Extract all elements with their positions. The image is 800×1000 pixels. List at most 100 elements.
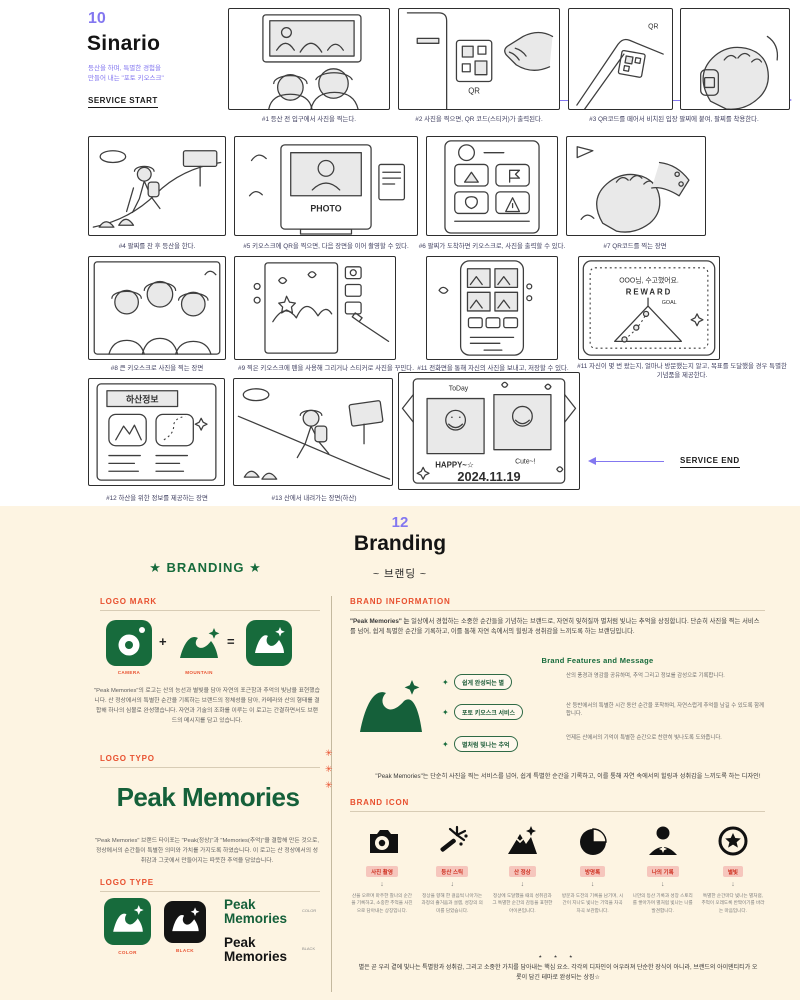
features-summary: "Peak Memories"는 단순히 사진을 찍는 서비스를 넘어, 쉽게 … [375,773,761,780]
sketch-entrance-photo [262,14,362,109]
branding-number: 12 [391,514,409,531]
feature-label-2: 포토 키오스크 서비스 [454,704,524,720]
down-arrow-icon: ↓ [731,881,735,888]
sketch-hiking-up [92,150,222,228]
feature-sparkle-icon: ✦ [442,678,449,687]
icon-desc: 특별한 순간마다 빛나는 별처럼, 추억이 오래도록 반짝이기를 바라는 마음입… [701,893,765,913]
divider-star-icon: ✳ [325,780,333,790]
color-label: COLOR [118,950,137,955]
panel-caption: #11 자신이 몇 번 왔는지, 얼마나 방문했는지 알고, 목표를 도달했을 … [577,363,787,380]
down-arrow-icon: ↓ [450,881,454,888]
svg-text:2024.11.19: 2024.11.19 [457,469,520,484]
mountain-wave-icon [180,628,220,658]
down-arrow-icon: ↓ [380,881,384,888]
service-start-label: SERVICE START [88,96,158,108]
flow-line-end [596,461,664,462]
panel-caption: #1 등산 전 입구에서 사진을 찍는다. [261,116,357,123]
sketch-reward-card: OOO님, 수고했어요. REWARD GOAL [582,260,716,356]
logo-black-icon [172,907,200,932]
storyboard-panel-1 [228,8,390,110]
sketch-descent-info: 하산정보 [96,383,217,481]
brand-icon-item: 방명록 ↓ 방문과 도전의 기록을 남기며, 시간이 지나도 빛나는 기억을 차… [561,824,625,914]
panel-caption: #2 사진을 찍으면, QR 코드(스티커)가 출력된다. [415,116,543,123]
logo-type-heading: LOGO TYPE [100,878,320,892]
icon-desc: 정상을 향해 한 걸음씩 나아가는 과정의 즐거움과 설렘, 성장의 의미를 담… [421,893,483,913]
brand-icon-item: 산 정상 ↓ 정상에 도달했을 때의 성취감과 그 특별한 순간의 감동을 표현… [490,824,554,914]
storyboard-panel-13: 하산정보 [88,378,225,486]
svg-text:ToDay: ToDay [449,386,469,393]
svg-text:GOAL: GOAL [662,300,677,306]
brand-icon-item: 사진 촬영 ↓ 산을 오르며 마주한 찰나의 순간을 기록하고, 소중한 추억을… [350,824,414,914]
storyboard-panel-11 [426,256,558,360]
scenario-section: 10 Sinario 등산을 하며, 특별한 경험을 만들어 내는 "포토 키오… [87,8,792,502]
sketch-photo-frame: ToDay HAPPY~☆ Cute~! 2024.11.19 [401,378,577,484]
logo-typo-description: "Peak Memories" 브랜드 타이포는 "Peak(정상)"과 "Me… [95,838,319,865]
pie-icon [579,828,607,855]
flow-arrow-left-icon [588,457,596,465]
sketch-qr-print: QR [406,12,554,109]
down-arrow-icon: ↓ [590,881,595,888]
storyboard-panel-3: QR [568,8,673,110]
brand-info-text: "Peak Memories" 는 일상에서 경험하는 소중한 순간들을 기념하… [350,617,765,638]
feature-label-1: 쉽게 완성되는 별 [454,674,512,690]
icon-desc: 산을 오르며 마주한 찰나의 순간을 기록하고, 소중한 추억을 사진으로 담아… [351,893,413,913]
logo-mark-combined [246,620,292,666]
logo-type-color [104,898,151,945]
service-end-label: SERVICE END [680,456,740,468]
brand-wave-logo [360,680,422,732]
panel-caption: #13 산에서 내려가는 장면(하산) [271,495,357,502]
logo-typo-heading: LOGO TYPO [100,754,320,768]
logo-type-black [164,901,206,943]
person-icon [648,826,677,855]
feature-desc-1: 산의 풍경과 영감을 공유하며, 추억 그리고 정보를 감성으로 기록합니다. [566,673,725,679]
footer-stars: ⋆ ⋆ ⋆ [537,952,578,961]
svg-text:하산정보: 하산정보 [126,394,159,405]
branding-title: Branding [353,532,447,555]
brand-icon-heading: BRAND ICON [350,798,765,812]
down-arrow-icon: ↓ [520,881,525,888]
panel-caption: #12 하산을 위한 정보를 제공하는 장면 [106,495,208,502]
brand-info-lead: "Peak Memories" 는 [350,618,410,625]
panel-caption: #7 QR코드를 찍는 장면 [603,243,667,250]
down-arrow-icon: ↓ [661,881,665,888]
logo-color-icon [113,905,144,932]
svg-text:QR: QR [468,86,480,95]
icon-label: 사진 촬영 [366,866,398,877]
svg-text:OOO님, 수고했어요.: OOO님, 수고했어요. [619,276,679,285]
feature-sparkle-icon: ✦ [442,740,449,749]
combined-logo-icon [255,627,285,653]
feature-desc-3: 언제든 산에서의 기억이 특별한 순간으로 찬란히 빛나도록 도와줍니다. [566,735,722,741]
camera-icon [370,830,398,853]
black-label: BLACK [175,948,195,953]
logo-mark-description: "Peak Memories"의 로고는 산의 능선과 별빛을 담아 자연의 포… [94,688,320,725]
panel-caption: #4 팔찌를 찬 후 등산을 한다. [118,243,196,250]
panel-caption: #5 키오스크에 QR을 찍으면, 다음 장면을 이어 촬영할 수 있다. [243,243,409,250]
sketch-qr-scan-fist [576,146,690,233]
storyboard-panel-15: ToDay HAPPY~☆ Cute~! 2024.11.19 [398,372,580,490]
feature-label-3: 별처럼 빛나는 추억 [454,736,518,752]
storyboard-panel-2: QR [398,8,560,110]
storyboard-panel-14 [233,378,393,486]
storyboard-panel-4 [680,8,790,110]
sketch-descending [237,388,391,480]
branding-left-header: ★ BRANDING ★ [149,560,262,575]
panel-caption: #3 QR코드를 떼어서 비치된 입장 팔찌에 붙여, 팔찌를 착용한다. [589,116,759,123]
footer-text: 별은 곧 우리 곁에 빛나는 특별함과 성취감, 그리고 소중한 가치를 담아내… [358,965,758,981]
brand-icon-grid: 사진 촬영 ↓ 산을 오르며 마주한 찰나의 순간을 기록하고, 소중한 추억을… [350,824,765,914]
storyboard-panel-8 [566,136,706,236]
wordmark-black: Peak Memories [224,935,288,965]
storyboard-panel-9 [88,256,226,360]
svg-text:QR: QR [648,24,658,31]
storyboard-panel-10 [234,256,396,360]
sketch-qr-sticker-arm: QR [576,24,664,109]
storyboard-panel-7 [426,136,558,236]
brand-info-heading: BRAND INFORMATION [350,597,765,611]
equals-sign: = [227,634,235,649]
sparkler-icon [440,825,468,852]
panel-caption: #8 큰 키오스크로 사진을 찍는 장면 [110,365,204,372]
star-icon [718,826,748,856]
camera-label: CAMERA [117,670,141,675]
section-number: 10 [88,10,106,27]
icon-label: 나의 기록 [646,866,679,877]
